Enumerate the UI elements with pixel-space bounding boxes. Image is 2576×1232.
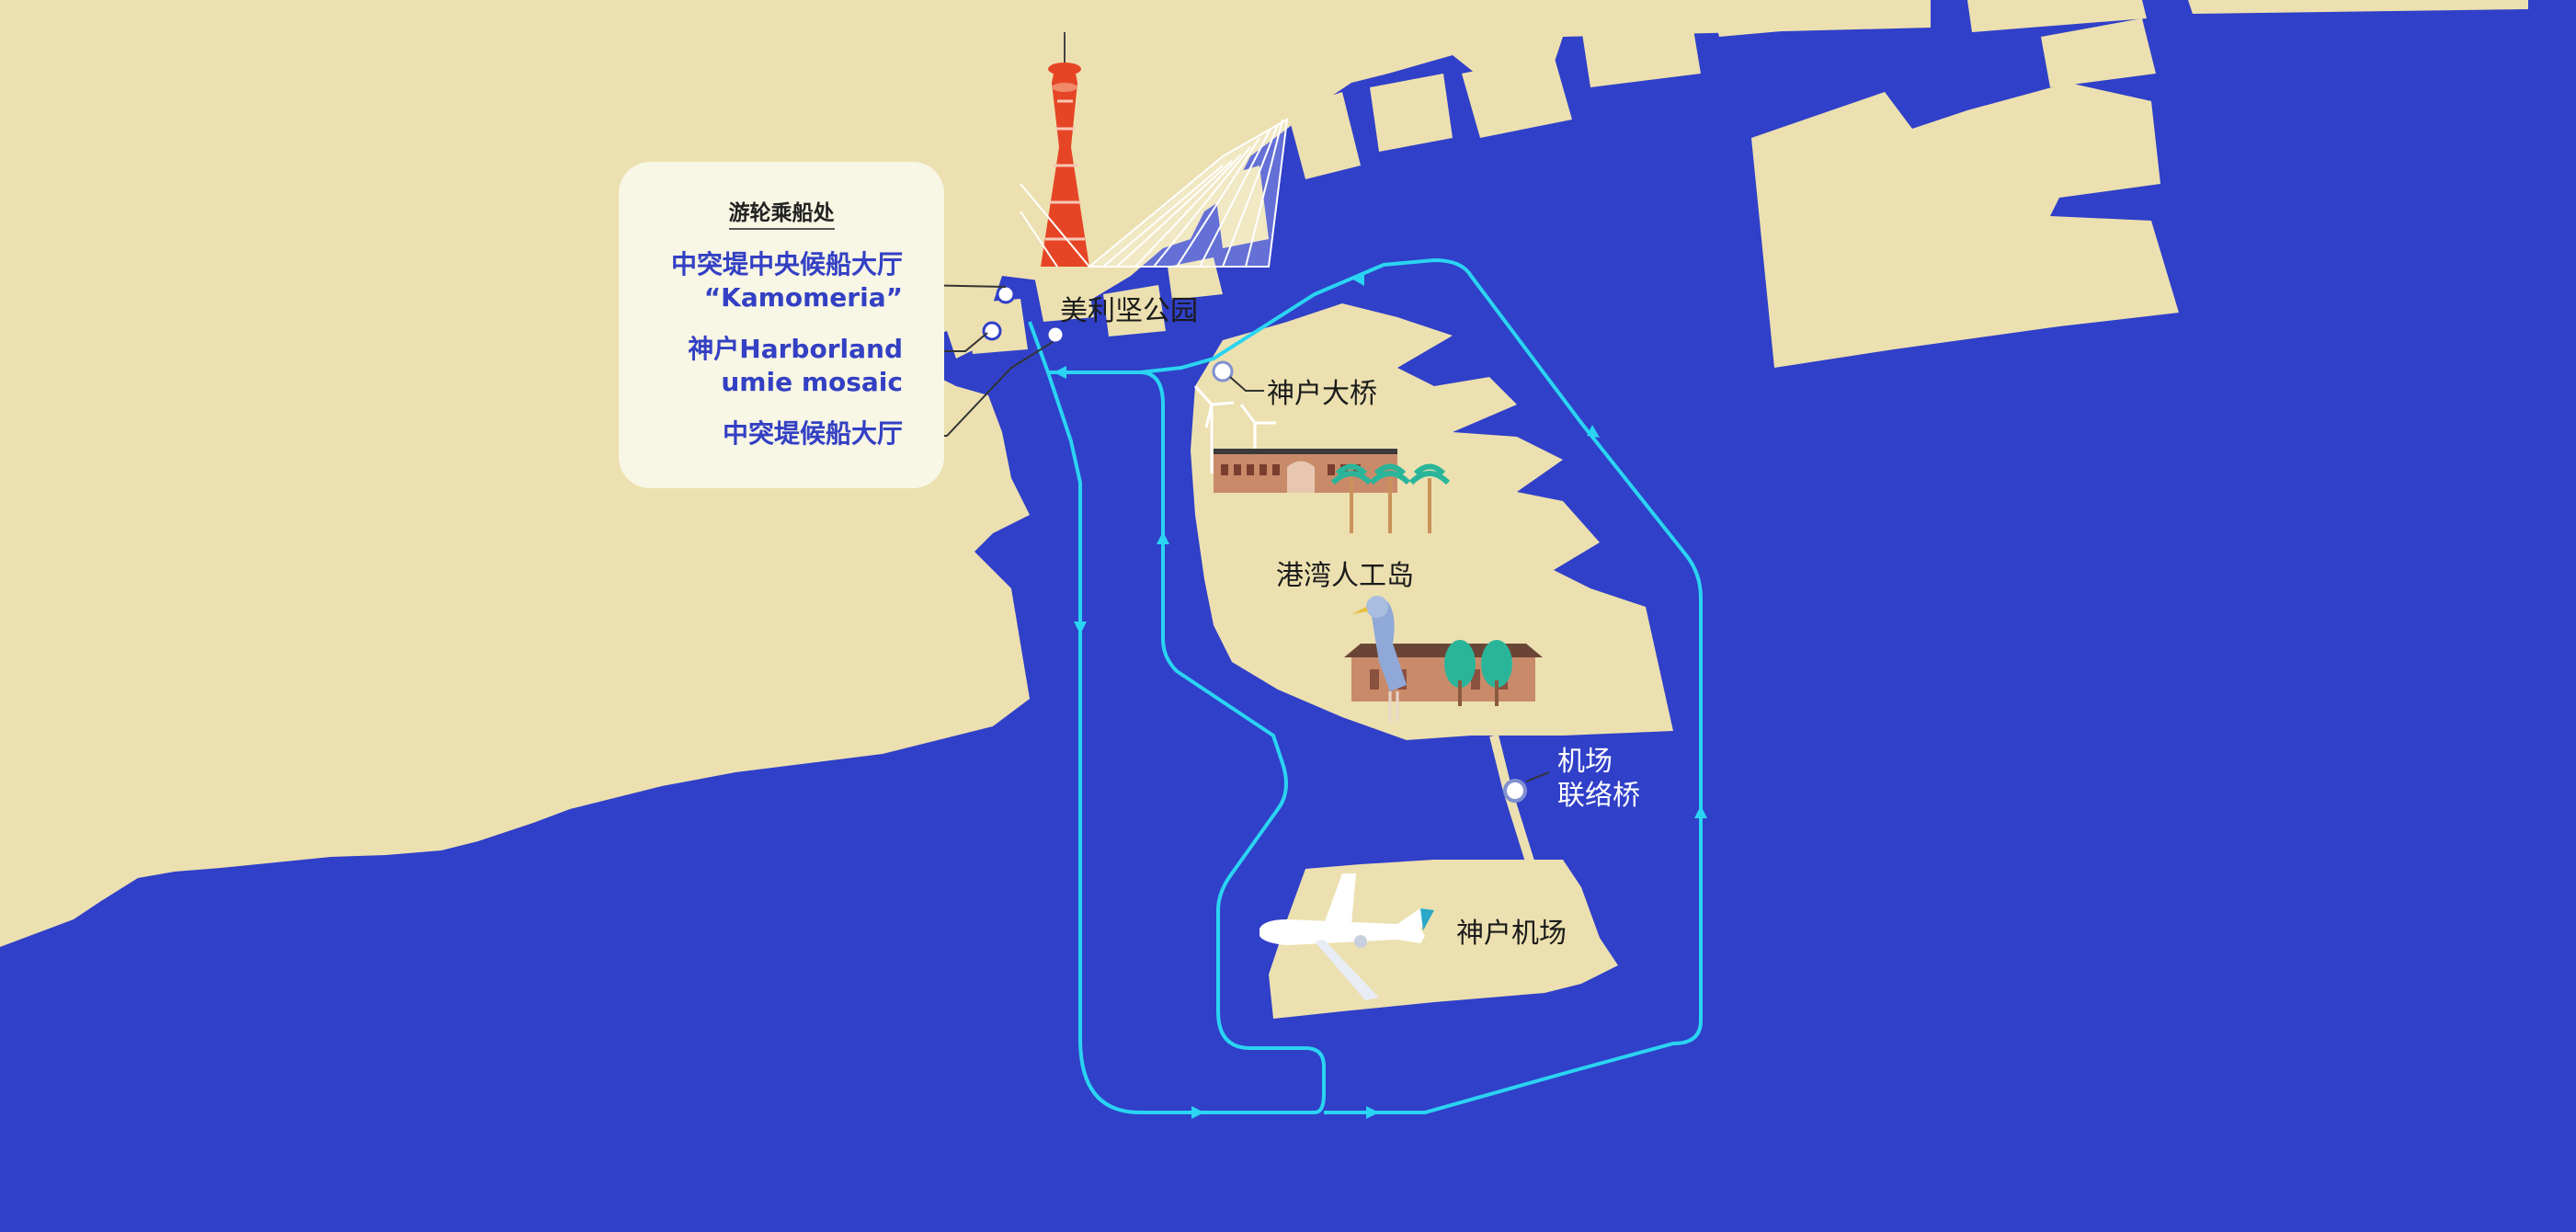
- museum-building-icon: [1344, 640, 1543, 706]
- label-meriken-park: 美利坚公园: [1060, 295, 1198, 327]
- label-kobe-bridge: 神户大桥: [1267, 378, 1377, 410]
- pier-marker-icon: [982, 321, 1002, 341]
- pier-marker-icon: [1045, 325, 1066, 345]
- cruise-boarding-legend: 游轮乘船处 中突堤中央候船大厅 “Kamomeria” 神户Harborland…: [619, 162, 944, 488]
- pier-marker-icon: [1212, 360, 1234, 382]
- heron-bird-icon: [1351, 596, 1407, 722]
- brick-building-icon: [1214, 449, 1397, 493]
- route-arrows: [1054, 273, 1707, 1119]
- kobe-port-tower-icon: [1041, 32, 1089, 267]
- label-airport-bridge-line1: 机场: [1557, 746, 1613, 778]
- legend-item-kamomeria[interactable]: 中突堤中央候船大厅 “Kamomeria”: [670, 249, 903, 313]
- port-island: [1191, 303, 1673, 740]
- maritime-museum-icon: [1020, 118, 1289, 268]
- rokko-island: [1751, 18, 2179, 368]
- mainland-piers: [965, 0, 2528, 354]
- mainland: [0, 0, 1931, 947]
- airplane-icon: [1260, 873, 1434, 1000]
- label-airport-bridge-line2: 联络桥: [1557, 780, 1640, 812]
- legend-item-naka-pier[interactable]: 中突堤候船大厅: [722, 418, 903, 449]
- palm-tree-icon: [1330, 463, 1451, 533]
- pier-markers: [982, 284, 1527, 803]
- legend-item-harborland[interactable]: 神户Harborland umie mosaic: [688, 334, 903, 397]
- cruise-route: [1028, 257, 1703, 1114]
- label-kobe-airport: 神户机场: [1456, 918, 1567, 950]
- pier-marker-icon: [1503, 779, 1527, 803]
- label-port-island: 港湾人工岛: [1276, 560, 1414, 592]
- legend-title: 游轮乘船处: [619, 195, 944, 230]
- pier-marker-icon: [996, 284, 1016, 304]
